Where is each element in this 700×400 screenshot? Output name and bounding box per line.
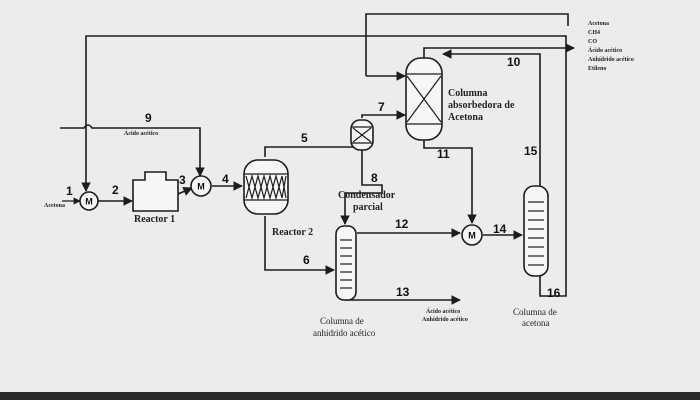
stream-10-line	[423, 43, 575, 58]
stream-number-6: 6	[303, 253, 310, 267]
stream-number-5: 5	[301, 131, 308, 145]
top-outlet-item: Ácido acético	[588, 46, 622, 54]
stream-3-line	[177, 186, 193, 196]
reactor-2	[243, 159, 289, 215]
stream-number-12: 12	[395, 217, 409, 231]
stream-number-1: 1	[66, 184, 73, 198]
outlet-13-label-1: Ácido acético	[426, 307, 460, 315]
condensador-parcial	[350, 119, 374, 151]
top-outlet-item: Acetona	[588, 21, 609, 27]
acetona-column-label-1: Columna de	[513, 307, 557, 317]
columna-anhidrido	[335, 225, 357, 301]
stream-11-line	[423, 140, 477, 224]
stream-number-4: 4	[222, 172, 229, 186]
stream-7-line	[361, 110, 406, 120]
stream-8-line	[340, 150, 383, 225]
top-outlet-item: CH4	[588, 30, 600, 36]
absorbedora-label-3: Acetona	[448, 112, 483, 123]
feed-label-acido-acetico: Ácido acético	[124, 129, 158, 137]
stream-number-7: 7	[378, 100, 385, 114]
reactor-2-label: Reactor 2	[272, 227, 313, 238]
stream-number-10: 10	[507, 55, 521, 69]
reactor-1	[132, 171, 179, 212]
stream-number-13: 13	[396, 285, 410, 299]
absorbedora-label-1: Columna	[448, 88, 487, 99]
anhidrido-column-label-1: Columna de	[320, 316, 364, 326]
top-outlet-item: CO	[588, 39, 597, 45]
outlet-13-label-2: Anhídrido acético	[422, 317, 468, 323]
mixer-3: M	[461, 224, 483, 246]
stream-16-recycle-line	[81, 35, 567, 297]
svg-text:M: M	[197, 182, 205, 192]
mixer-2: M	[190, 175, 212, 197]
reactor-1-label: Reactor 1	[134, 214, 175, 225]
stream-15-line	[442, 49, 541, 188]
stream-number-2: 2	[112, 183, 119, 197]
svg-text:M: M	[468, 231, 476, 241]
mixer-1: M	[79, 191, 99, 211]
anhidrido-column-label-2: anhidrido acético	[313, 328, 376, 338]
stream-number-3: 3	[179, 173, 186, 187]
stream-number-16: 16	[547, 286, 561, 300]
stream-number-9: 9	[145, 111, 152, 125]
top-outlet-item: Anhídrido acético	[588, 57, 634, 63]
feed-label-acetona: Acetona	[44, 203, 65, 209]
condensador-label-2: parcial	[353, 202, 383, 213]
acetona-column-label-2: acetona	[522, 318, 549, 328]
absorbedora-label-2: absorbedora de	[448, 100, 515, 111]
stream-6-line	[264, 216, 335, 275]
stream-number-15: 15	[524, 144, 538, 158]
stream-number-14: 14	[493, 222, 507, 236]
stream-number-8: 8	[371, 171, 378, 185]
condensador-label-1: Condensador	[338, 190, 396, 201]
stream-9-line	[60, 124, 205, 177]
svg-text:M: M	[85, 197, 93, 207]
top-outlet-item: Etileno	[588, 66, 606, 72]
columna-acetona	[523, 185, 549, 277]
columna-absorbedora	[405, 57, 443, 141]
stream-number-11: 11	[437, 147, 450, 161]
absorbedora-feed-line	[365, 13, 569, 76]
